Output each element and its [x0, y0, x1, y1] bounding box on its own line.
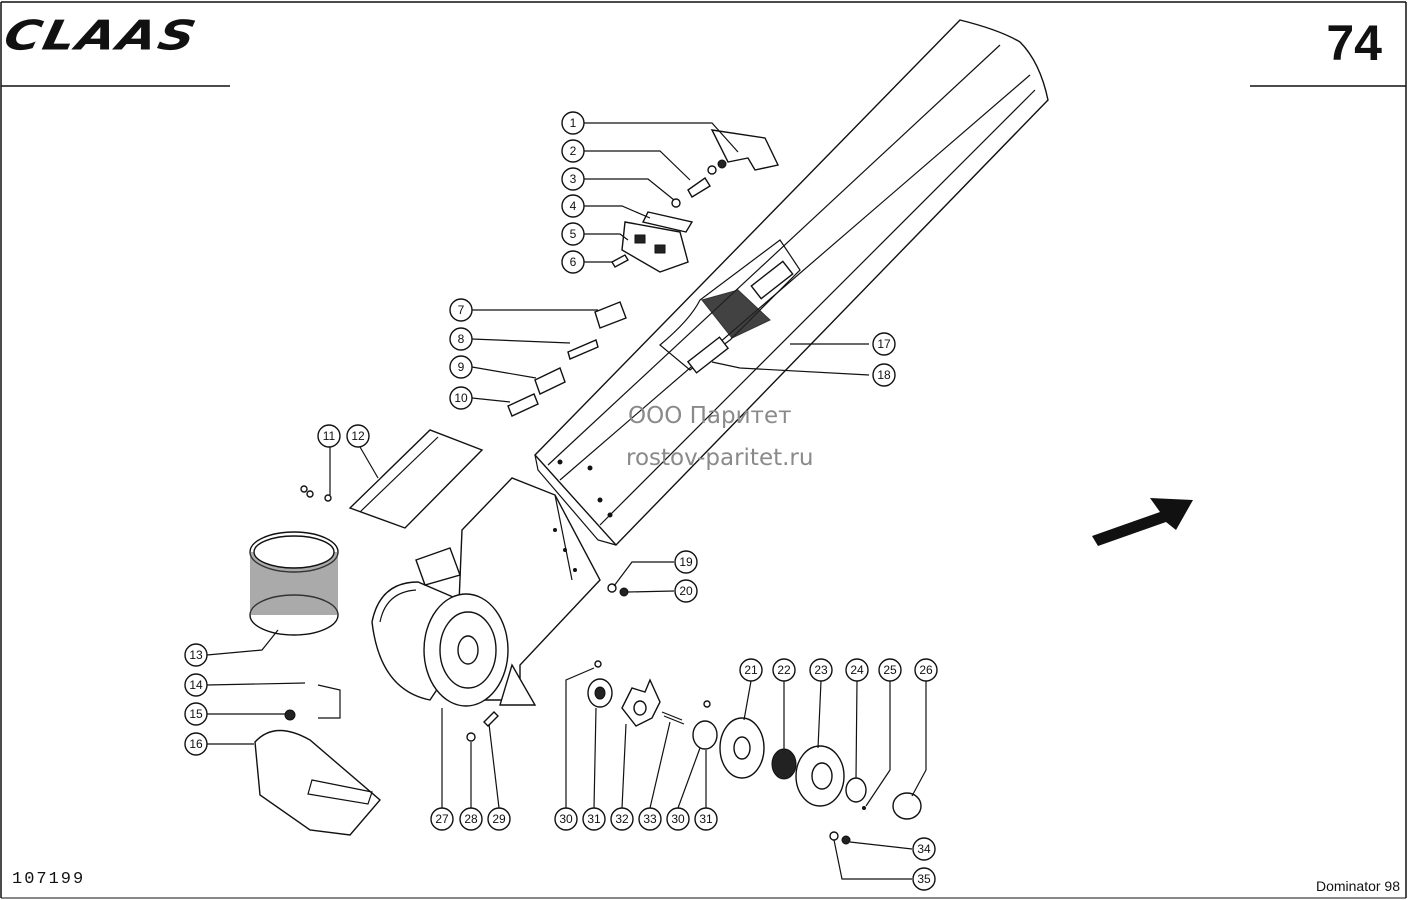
callout-7: 7 — [449, 298, 473, 322]
callout-label: 19 — [679, 555, 693, 569]
callout-label: 31 — [587, 812, 601, 826]
watermark-website: rostov-paritet.ru — [626, 445, 814, 471]
callout-26: 26 — [914, 658, 938, 682]
callout-label: 5 — [570, 227, 577, 241]
bolt-29 — [483, 711, 499, 727]
callout-4: 4 — [561, 194, 585, 218]
callout-label: 34 — [917, 842, 931, 856]
callout-label: 25 — [883, 663, 897, 677]
callout-label: 8 — [458, 332, 465, 346]
callout-label: 23 — [814, 663, 828, 677]
callout-label: 7 — [458, 303, 465, 317]
callout-label: 9 — [458, 360, 465, 374]
lower-housing — [371, 477, 601, 707]
callout-10: 10 — [449, 386, 473, 410]
callout-19: 19 — [674, 550, 698, 574]
callout-30: 30 — [554, 807, 578, 831]
callout-35: 35 — [912, 867, 936, 891]
callout-15: 15 — [184, 702, 208, 726]
cover-strip-group — [300, 429, 484, 529]
callout-label: 3 — [570, 172, 577, 186]
callout-label: 11 — [323, 429, 336, 443]
callout-22: 22 — [772, 658, 796, 682]
document-number: 107199 — [12, 870, 86, 889]
callout-label: 12 — [351, 429, 365, 443]
callout-6: 6 — [561, 250, 585, 274]
callout-label: 2 — [570, 144, 577, 158]
callout-label: 30 — [559, 812, 573, 826]
callout-33: 33 — [638, 807, 662, 831]
callout-2: 2 — [561, 139, 585, 163]
callout-12: 12 — [346, 424, 370, 448]
callout-label: 1 — [570, 116, 577, 130]
callout-label: 31 — [699, 812, 713, 826]
callout-28: 28 — [459, 807, 483, 831]
callout-label: 18 — [877, 368, 891, 382]
callout-17: 17 — [872, 332, 896, 356]
callout-23: 23 — [809, 658, 833, 682]
callout-31: 31 — [582, 807, 606, 831]
clamp-group — [254, 684, 381, 836]
leader-lines — [206, 122, 927, 880]
callout-14: 14 — [184, 673, 208, 697]
mounting-hardware-group — [611, 129, 780, 273]
callout-label: 26 — [919, 663, 933, 677]
callout-29: 29 — [487, 807, 511, 831]
callout-25: 25 — [878, 658, 902, 682]
washer-28 — [466, 732, 476, 742]
callout-label: 15 — [189, 707, 203, 721]
callout-24: 24 — [845, 658, 869, 682]
callout-label: 21 — [744, 663, 758, 677]
direction-arrow-icon — [1092, 498, 1193, 546]
callout-label: 17 — [877, 337, 891, 351]
callout-31-second: 31 — [694, 807, 718, 831]
callout-27: 27 — [430, 807, 454, 831]
callout-label: 6 — [570, 255, 577, 269]
callout-label: 27 — [435, 812, 449, 826]
callout-16: 16 — [184, 732, 208, 756]
callout-1: 1 — [561, 111, 585, 135]
callout-21: 21 — [739, 658, 763, 682]
bearing-assembly — [719, 717, 922, 845]
callout-30-second: 30 — [666, 807, 690, 831]
callout-3: 3 — [561, 167, 585, 191]
callout-label: 22 — [777, 663, 791, 677]
callout-label: 28 — [464, 812, 478, 826]
callout-label: 24 — [850, 663, 864, 677]
callout-label: 14 — [189, 678, 203, 692]
chain-links-group — [507, 301, 627, 417]
page-number: 74 — [1326, 15, 1382, 71]
callout-20: 20 — [674, 579, 698, 603]
watermark-company: ООО Паритет — [628, 403, 792, 429]
callout-label: 13 — [189, 648, 203, 662]
belt-ring — [249, 531, 339, 636]
callout-34: 34 — [912, 837, 936, 861]
callout-label: 29 — [492, 812, 506, 826]
callout-32: 32 — [610, 807, 634, 831]
callout-label: 4 — [570, 199, 577, 213]
shaft-components — [587, 660, 718, 750]
nut-20 — [619, 587, 629, 597]
model-label: Dominator 98 — [1315, 878, 1400, 894]
callout-label: 20 — [679, 584, 693, 598]
callout-11: 11 — [317, 424, 341, 448]
callout-13: 13 — [184, 643, 208, 667]
callout-5: 5 — [561, 222, 585, 246]
callout-18: 18 — [872, 363, 896, 387]
callout-8: 8 — [449, 327, 473, 351]
elevator-housing — [534, 19, 1049, 547]
callout-label: 35 — [917, 872, 931, 886]
callout-label: 33 — [643, 812, 657, 826]
callouts: 1 2 3 4 5 6 7 8 9 10 11 12 13 14 15 16 1… — [184, 111, 938, 891]
callout-9: 9 — [449, 355, 473, 379]
callout-label: 30 — [671, 812, 685, 826]
callout-label: 10 — [454, 391, 468, 405]
callout-label: 16 — [189, 737, 203, 751]
callout-label: 32 — [615, 812, 629, 826]
